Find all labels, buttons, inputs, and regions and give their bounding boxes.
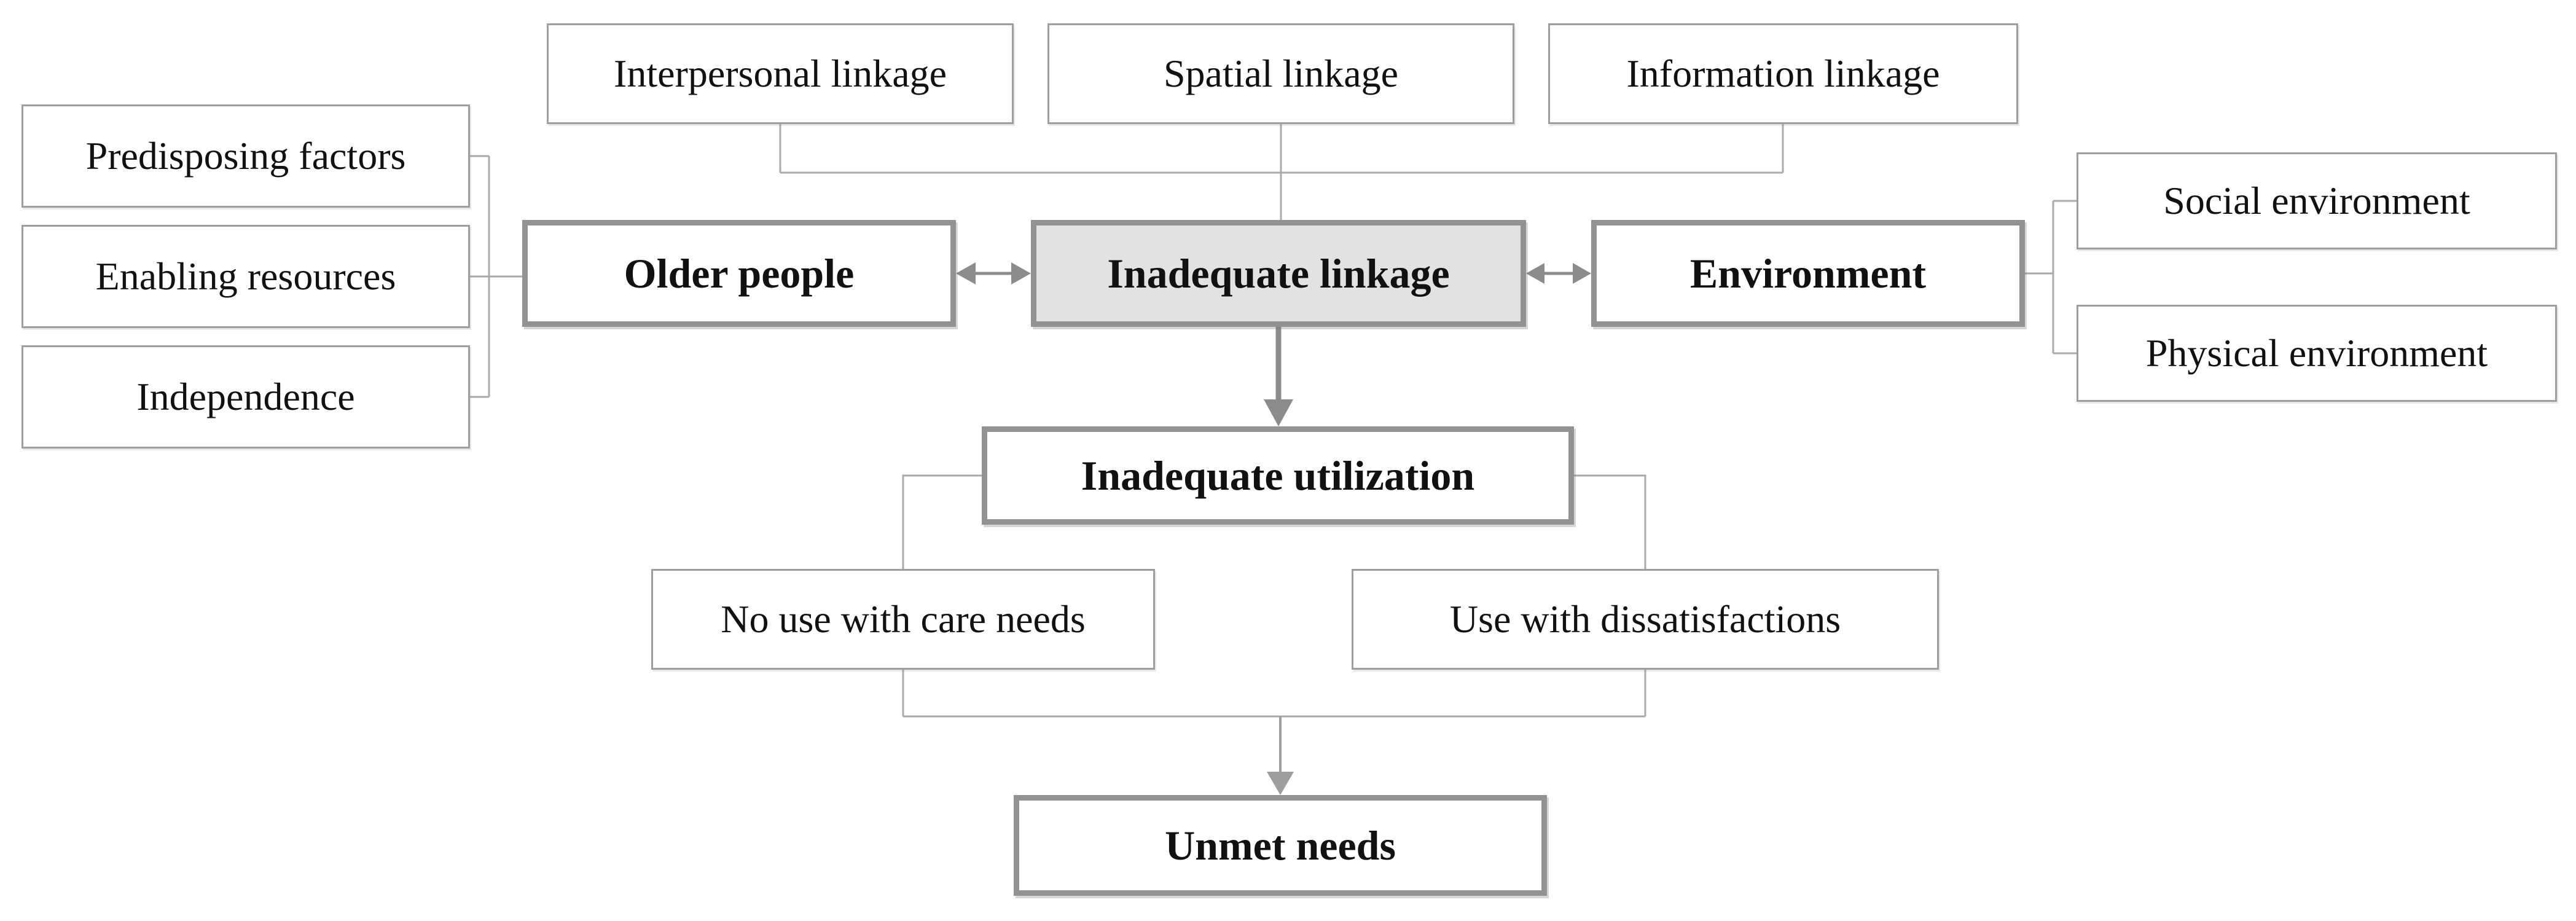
arrow-linkage-utilization-head xyxy=(1264,399,1293,426)
box-predisposing-factors-label: Predisposing factors xyxy=(85,133,406,178)
box-inadequate-utilization: Inadequate utilization xyxy=(982,426,1574,525)
box-predisposing-factors: Predisposing factors xyxy=(22,104,470,208)
box-use-with-dissatisfactions: Use with dissatisfactions xyxy=(1352,569,1939,670)
arrow-linkage-environment-left-head xyxy=(1526,263,1544,284)
connector-utilization-to-nouse xyxy=(902,474,982,569)
arrow-older-linkage-left-head xyxy=(956,262,976,284)
box-physical-environment-label: Physical environment xyxy=(2145,331,2488,375)
box-spatial-linkage: Spatial linkage xyxy=(1047,23,1514,124)
box-inadequate-linkage-label: Inadequate linkage xyxy=(1107,249,1450,297)
box-social-environment-label: Social environment xyxy=(2163,178,2470,222)
box-older-people-label: Older people xyxy=(624,249,855,297)
box-information-linkage-label: Information linkage xyxy=(1626,51,1940,95)
box-use-with-dissatisfactions-label: Use with dissatisfactions xyxy=(1449,597,1841,641)
box-independence: Independence xyxy=(22,345,470,449)
arrow-older-linkage-right-head xyxy=(1011,262,1031,284)
box-environment: Environment xyxy=(1591,220,2025,327)
box-older-people: Older people xyxy=(522,220,956,327)
box-unmet-needs-label: Unmet needs xyxy=(1165,821,1396,869)
box-no-use-with-care-needs: No use with care needs xyxy=(651,569,1155,670)
box-environment-label: Environment xyxy=(1689,249,1927,297)
box-spatial-linkage-label: Spatial linkage xyxy=(1163,51,1399,95)
box-interpersonal-linkage-label: Interpersonal linkage xyxy=(614,51,947,95)
box-interpersonal-linkage: Interpersonal linkage xyxy=(547,23,1014,124)
arrow-to-unmet-head xyxy=(1267,772,1294,795)
box-independence-label: Independence xyxy=(136,374,355,418)
box-physical-environment: Physical environment xyxy=(2077,305,2557,402)
box-unmet-needs: Unmet needs xyxy=(1014,795,1547,896)
box-enabling-resources: Enabling resources xyxy=(22,225,470,328)
connector-utilization-to-dissat xyxy=(1574,474,1646,569)
arrow-linkage-environment-right-head xyxy=(1573,263,1591,284)
box-information-linkage: Information linkage xyxy=(1548,23,2018,124)
box-social-environment: Social environment xyxy=(2077,152,2557,249)
box-inadequate-utilization-label: Inadequate utilization xyxy=(1081,452,1475,499)
box-no-use-with-care-needs-label: No use with care needs xyxy=(721,597,1086,641)
box-inadequate-linkage: Inadequate linkage xyxy=(1031,220,1526,327)
box-enabling-resources-label: Enabling resources xyxy=(95,254,396,298)
